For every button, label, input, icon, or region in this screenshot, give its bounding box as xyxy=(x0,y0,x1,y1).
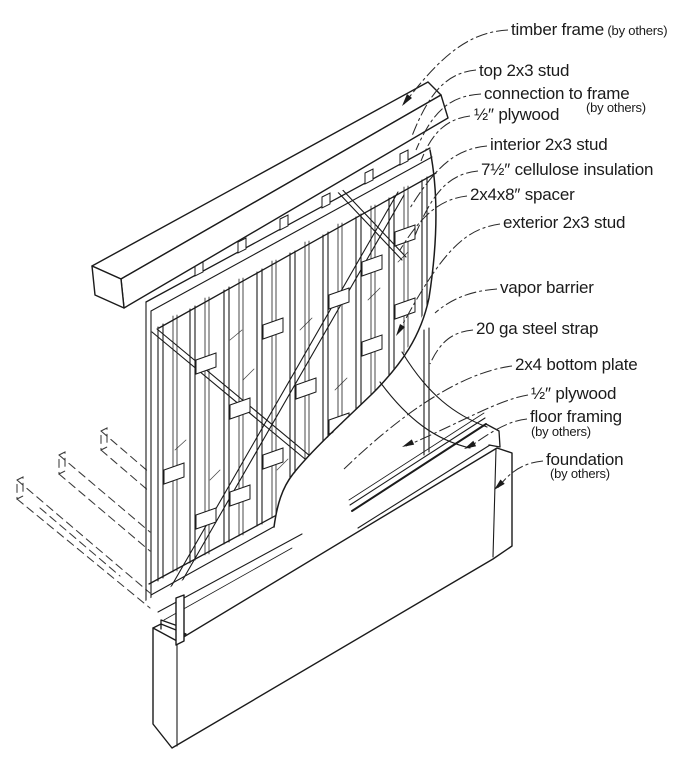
leader-lines xyxy=(343,29,544,490)
timber-beam-drawing xyxy=(91,81,449,309)
callout-vapor-barrier: vapor barrier xyxy=(500,278,594,297)
vapor-barrier-drawing xyxy=(273,149,488,528)
callout-bottom-plate: 2x4 bottom plate xyxy=(515,355,638,374)
callout-timber-frame: timber frame (by others) xyxy=(511,20,668,39)
callout-foundation-sub: (by others) xyxy=(550,466,610,481)
floor-joists-drawing xyxy=(16,427,151,609)
callout-top-stud: top 2x3 stud xyxy=(479,61,570,80)
callout-steel-strap: 20 ga steel strap xyxy=(476,319,599,338)
connection-clips-drawing xyxy=(194,149,409,277)
foundation-drawing xyxy=(152,447,513,749)
callout-connection-sub: (by others) xyxy=(586,100,646,115)
spacer-blocks xyxy=(163,224,416,530)
floor-framing-drawing xyxy=(348,412,501,529)
leader-arrowheads xyxy=(396,94,505,490)
callout-floor-framing-sub: (by others) xyxy=(531,424,591,439)
callout-connection: connection to frame xyxy=(484,84,630,103)
callout-insulation: 7½″ cellulose insulation xyxy=(481,160,654,179)
callout-spacer: 2x4x8″ spacer xyxy=(470,185,575,204)
callout-interior-stud: interior 2x3 stud xyxy=(490,135,608,154)
callout-plywood-floor: ½″ plywood xyxy=(531,384,617,403)
callout-foundation: foundation xyxy=(546,450,624,469)
callout-exterior-stud: exterior 2x3 stud xyxy=(503,213,626,232)
callout-floor-framing: floor framing xyxy=(530,407,622,426)
callout-plywood-top: ½″ plywood xyxy=(474,105,560,124)
steel-strap-drawing xyxy=(423,327,430,456)
floor-deck-drawing xyxy=(157,533,303,646)
